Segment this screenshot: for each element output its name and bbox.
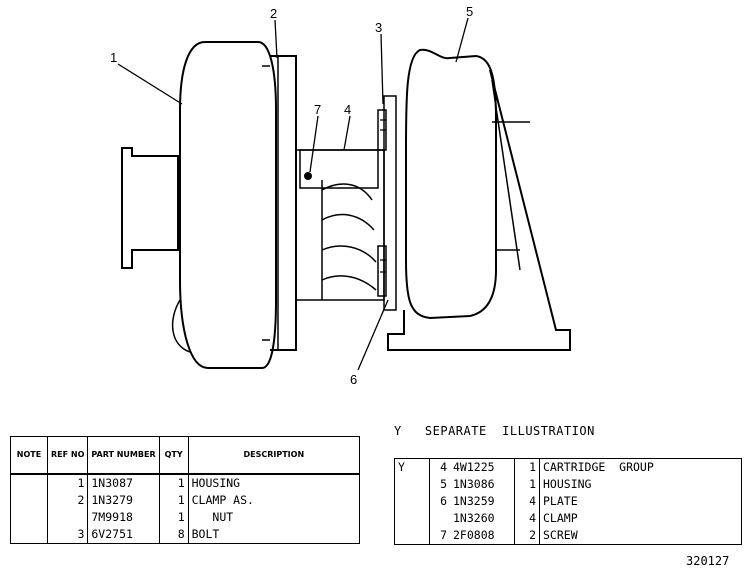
note-cell [10, 492, 48, 509]
turbine-housing [405, 48, 497, 320]
desc-cell: BOLT [191, 527, 220, 541]
desc-cell: CARTRIDGE GROUP [543, 460, 654, 474]
ref-cell: 7 [440, 528, 447, 542]
desc-cell: NUT [191, 510, 234, 524]
note-cell [394, 527, 430, 545]
desc-cell: CLAMP [543, 511, 578, 525]
table-header-row: NOTE REF NO PART NUMBER QTY DESCRIPTION [10, 436, 360, 475]
ref-cell: 6 [440, 494, 447, 508]
part-cell: 1N3259 [450, 493, 515, 510]
compressor-housing [179, 41, 277, 369]
col-qty: QTY [159, 436, 189, 475]
col-part-number: PART NUMBER [87, 436, 160, 475]
note-cell [394, 510, 430, 527]
separate-illustration-label: Y SEPARATE ILLUSTRATION [394, 424, 595, 438]
plate-column [383, 95, 397, 311]
part-cell: 6V2751 [87, 526, 160, 544]
ref-cell: 1 [47, 474, 89, 492]
part-cell: 1N3086 [450, 476, 515, 493]
screw [304, 172, 312, 180]
part-cell: 1N3260 [450, 510, 515, 527]
qty-cell: 1 [159, 474, 189, 492]
ref-cell: 2 [47, 492, 89, 509]
ref-cell: 4 [440, 460, 447, 474]
qty-cell: 4 [514, 493, 540, 510]
callout-5: 5 [466, 4, 473, 19]
col-ref-no: REF NO [47, 436, 89, 475]
desc-cell: HOUSING [191, 476, 241, 490]
note-cell [10, 526, 48, 544]
callout-7: 7 [314, 102, 321, 117]
callout-2: 2 [270, 6, 277, 21]
qty-cell: 4 [514, 510, 540, 527]
part-cell: 1N3279 [87, 492, 160, 509]
note-cell [394, 493, 430, 510]
turbocharger-drawing: 1 2 3 4 5 6 7 [110, 4, 571, 387]
callout-3: 3 [375, 20, 382, 35]
part-cell: 7M9918 [87, 509, 160, 526]
desc-cell: HOUSING [543, 477, 592, 491]
col-description: DESCRIPTION [188, 436, 360, 475]
part-cell: 2F0808 [450, 527, 515, 545]
qty-cell: 8 [159, 526, 189, 544]
callout-1: 1 [110, 50, 117, 65]
desc-cell: PLATE [543, 494, 578, 508]
qty-cell: 1 [159, 492, 189, 509]
clamp-ring [270, 55, 297, 351]
desc-cell: SCREW [543, 528, 578, 542]
qty-cell: 2 [514, 527, 540, 545]
qty-cell: 1 [514, 458, 540, 476]
note-cell [394, 476, 430, 493]
qty-cell: 1 [159, 509, 189, 526]
illustration-number: 320127 [686, 554, 730, 568]
note-cell: Y [394, 458, 430, 476]
note-cell [10, 509, 48, 526]
col-note: NOTE [10, 436, 48, 475]
ref-cell: 3 [47, 526, 89, 544]
qty-cell: 1 [514, 476, 540, 493]
callout-6: 6 [350, 372, 357, 387]
note-cell [10, 474, 48, 492]
desc-cell: CLAMP AS. [191, 493, 254, 507]
part-cell: 4W1225 [450, 458, 515, 476]
turbine-support [387, 69, 571, 351]
callout-4: 4 [344, 102, 351, 117]
ref-cell [430, 510, 451, 527]
ref-cell [47, 509, 89, 526]
part-cell: 1N3087 [87, 474, 160, 492]
name-plate [299, 149, 379, 189]
parts-table: NOTE REF NO PART NUMBER QTY DESCRIPTION … [10, 436, 360, 544]
ref-cell: 5 [440, 477, 447, 491]
